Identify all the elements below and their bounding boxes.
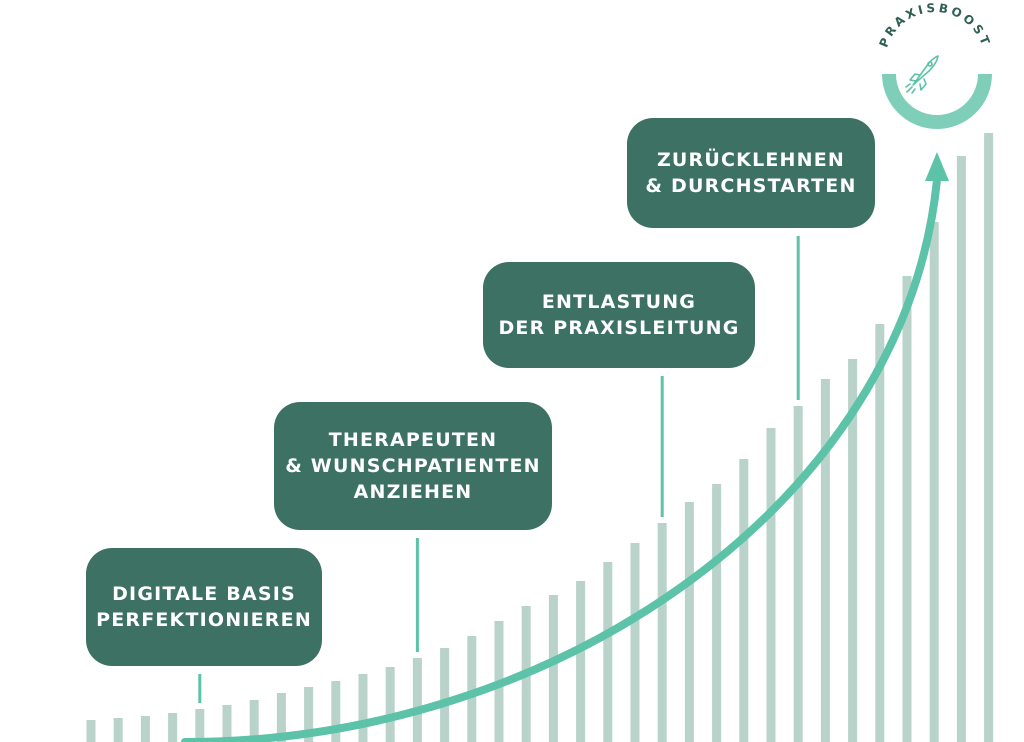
bar-7 [249, 700, 259, 742]
bar-15 [467, 636, 477, 742]
step-box-2: THERAPEUTEN & WUNSCHPATIENTEN ANZIEHEN [274, 402, 552, 530]
bar-32 [929, 222, 939, 742]
step-4-line-1: ZURÜCKLEHNEN [656, 149, 846, 171]
rocket-icon [905, 55, 939, 94]
bar-27 [793, 406, 803, 742]
step-3-line-1: ENTLASTUNG [541, 291, 697, 313]
bar-23 [684, 502, 694, 742]
step-1-line-2: PERFEKTIONIEREN [96, 609, 312, 631]
bar-24 [712, 484, 722, 742]
bar-10 [331, 681, 341, 742]
bar-8 [276, 693, 286, 742]
bar-1 [86, 720, 96, 742]
step-3-line-2: DER PRAXISLEITUNG [498, 317, 740, 339]
step-box-1: DIGITALE BASIS PERFEKTIONIEREN [86, 548, 322, 666]
growth-curve [181, 176, 941, 742]
bar-9 [304, 687, 314, 742]
step-box-4: ZURÜCKLEHNEN & DURCHSTARTEN [627, 118, 875, 228]
bar-6 [222, 705, 232, 742]
bar-25 [739, 459, 749, 742]
svg-text:PRAXISBOOST: PRAXISBOOST [876, 1, 993, 50]
bar-5 [195, 709, 205, 742]
bar-18 [548, 595, 558, 742]
bar-21 [630, 543, 640, 742]
step-2-line-2: & WUNSCHPATIENTEN [285, 455, 541, 477]
bar-26 [766, 428, 776, 742]
bar-28 [820, 379, 830, 742]
step-2-line-1: THERAPEUTEN [328, 429, 498, 451]
bar-29 [848, 359, 858, 742]
bar-19 [576, 581, 586, 742]
bar-33 [956, 156, 966, 742]
step-1-line-1: DIGITALE BASIS [112, 583, 296, 605]
step-2-line-3: ANZIEHEN [353, 481, 473, 503]
bar-34 [984, 133, 994, 742]
bar-13 [412, 658, 422, 742]
arrow-head-icon [925, 152, 949, 181]
bar-31 [902, 276, 912, 742]
bar-11 [358, 674, 368, 742]
step-box-3: ENTLASTUNG DER PRAXISLEITUNG [483, 262, 755, 368]
logo-ring [882, 73, 992, 129]
step-4-line-2: & DURCHSTARTEN [645, 175, 857, 197]
bar-2 [113, 718, 123, 742]
bar-22 [657, 523, 667, 742]
connector-lines [198, 236, 800, 703]
logo-wordmark: PRAXISBOOST [876, 1, 990, 50]
bar-12 [385, 667, 395, 742]
logo: PRAXISBOOST [876, 1, 993, 129]
bar-4 [168, 713, 178, 742]
bar-30 [875, 324, 885, 742]
bar-3 [140, 716, 150, 742]
bar-20 [603, 562, 613, 742]
bar-14 [440, 648, 450, 742]
